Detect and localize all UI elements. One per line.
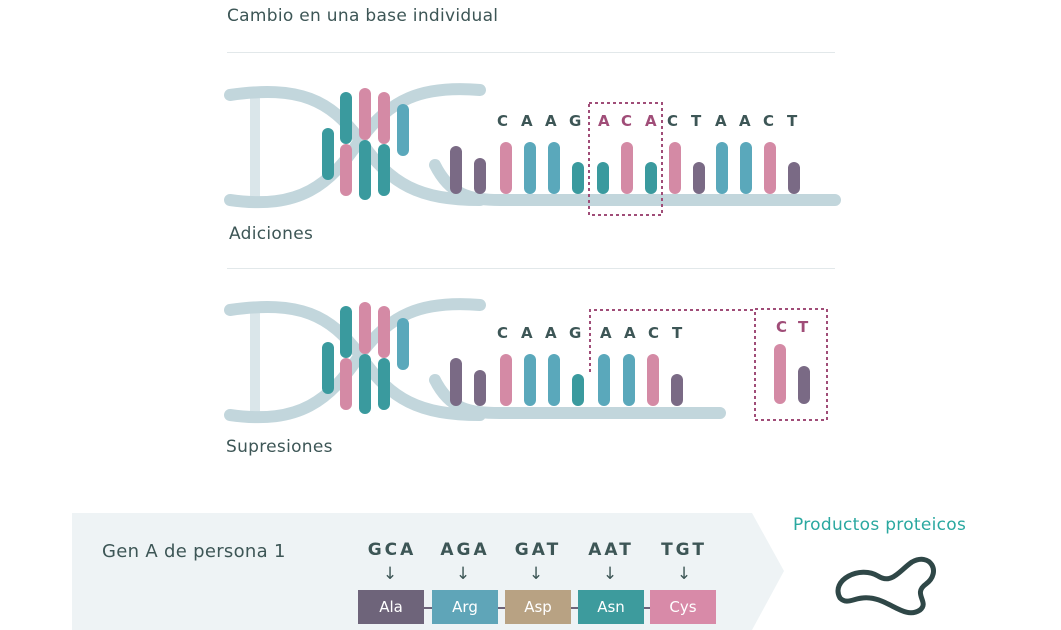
products-label: Productos proteicos [793,515,967,535]
codon: GAT [514,540,562,560]
bases-deletion [450,344,810,406]
amino-acid-arg: Arg [432,590,498,624]
deleted-sequence: C T [774,318,824,338]
arrow-down-icon: ↓ [528,564,544,584]
codon: AAT [588,540,634,560]
amino-acid-ala: Ala [358,590,424,624]
base-letter: C [497,324,509,342]
codon: AGA [440,540,490,560]
base-letter: A [624,324,636,342]
codon: GCA [367,540,417,560]
base-letter: C [648,324,660,342]
protein-icon [835,557,936,616]
divider [227,52,835,53]
base-letter: C [497,112,509,130]
base-letter: T [672,324,683,342]
sequence-deletion: C A A G A A C T [497,324,717,344]
base-letter: C [763,112,775,130]
base-letter: A [739,112,751,130]
inserted-base-letter: A [645,112,657,130]
base-letter: G [569,112,582,130]
arrow-down-icon: ↓ [455,564,471,584]
dna-helix-deletion [224,298,726,424]
divider [227,268,835,269]
section-title-additions: Adiciones [229,224,314,244]
deleted-bases-box [754,308,828,421]
section-title-deletions: Supresiones [226,437,333,457]
base-letter: A [521,112,533,130]
inserted-base-letter: A [598,112,610,130]
base-letter: C [667,112,679,130]
amino-acid-cys: Cys [650,590,716,624]
base-letter: A [545,112,557,130]
deletion-bracket [589,309,755,372]
inserted-base-letter: C [621,112,633,130]
base-letter: A [545,324,557,342]
inserted-bases-box [588,102,663,216]
dna-helix-addition [224,83,841,209]
arrow-down-icon: ↓ [676,564,692,584]
gene-label: Gen A de persona 1 [102,541,286,562]
amino-acid-asp: Asp [505,590,571,624]
base-letter: T [691,112,702,130]
base-letter: A [600,324,612,342]
deleted-base-letter: C [776,318,788,336]
deleted-base-letter: T [798,318,809,336]
base-letter: T [787,112,798,130]
base-letter: A [715,112,727,130]
codon: TGT [661,540,707,560]
arrow-down-icon: ↓ [382,564,398,584]
base-letter: G [569,324,582,342]
section-title-single-base: Cambio en una base individual [227,6,499,26]
sequence-addition: C A A G A C A C T A A C T [497,112,817,132]
bases-addition [450,142,800,194]
arrow-down-icon: ↓ [602,564,618,584]
base-letter: A [521,324,533,342]
amino-acid-asn: Asn [578,590,644,624]
